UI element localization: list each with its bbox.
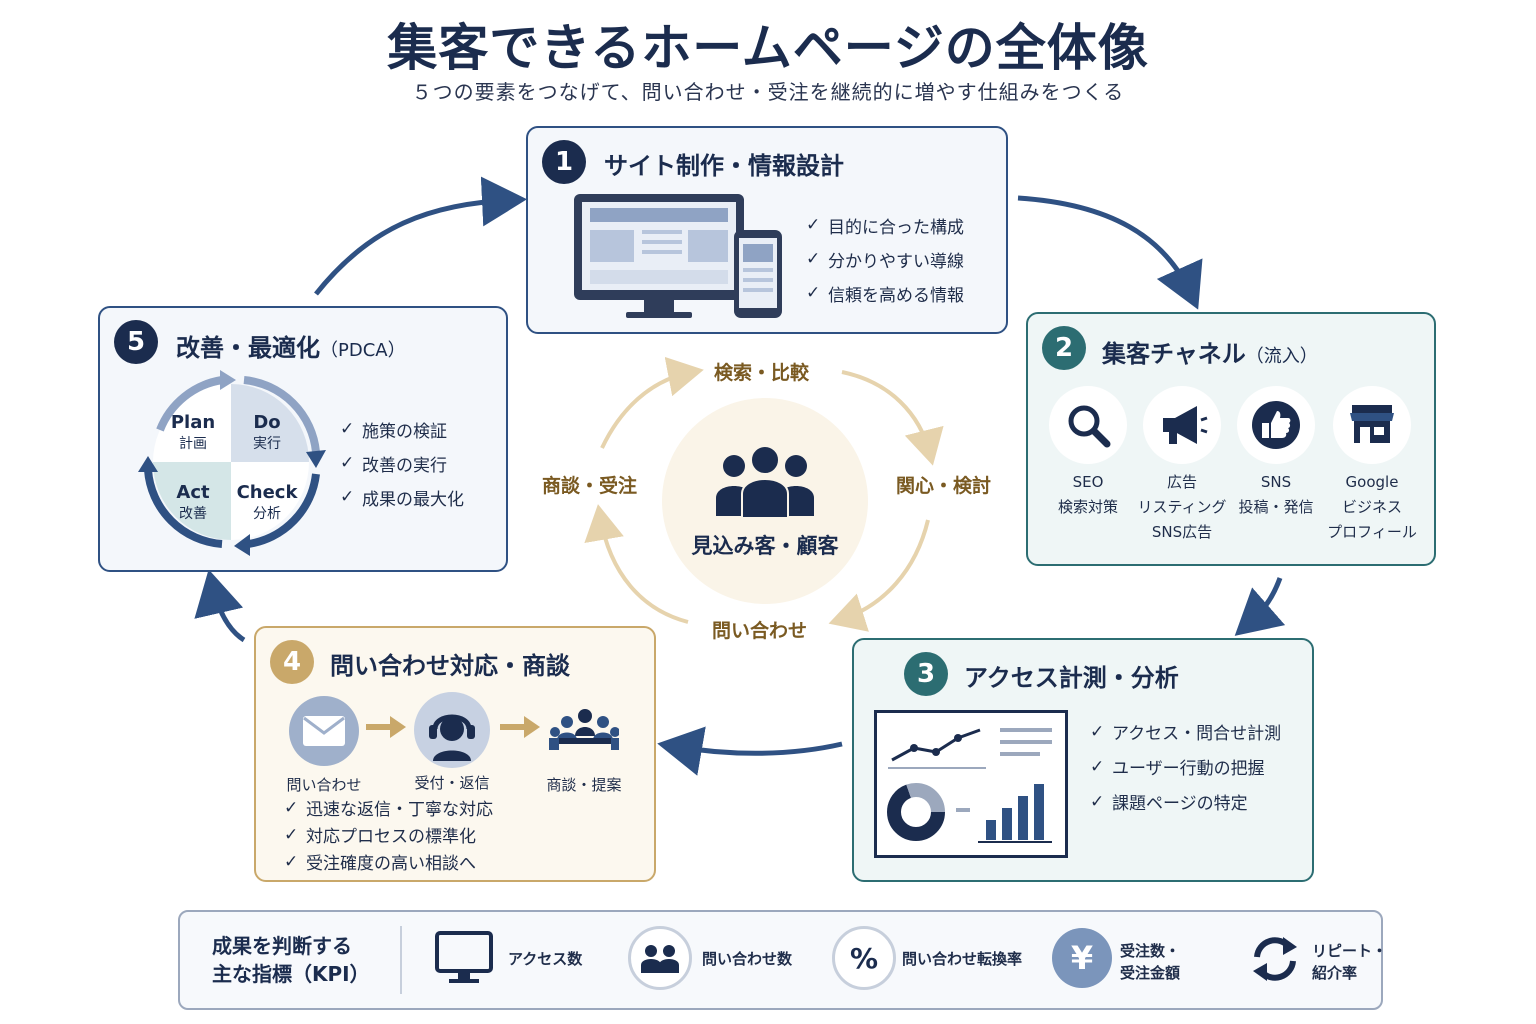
arrow-right-icon: [500, 716, 540, 738]
arrow-3-to-4: [657, 726, 843, 776]
check-icon: ✓: [340, 419, 355, 439]
step1-checks: ✓目的に合った構成 ✓分かりやすい導線 ✓信頼を高める情報: [806, 208, 964, 310]
step3-number: 3: [904, 652, 948, 696]
yen-icon: ¥: [1052, 928, 1112, 988]
kpi-bar: [178, 910, 1383, 1010]
check-icon: ✓: [1090, 791, 1105, 812]
kpi-repeat: リピート・紹介率: [1312, 942, 1388, 982]
headset-icon: [429, 714, 475, 761]
step3-title: アクセス計測・分析: [964, 664, 1179, 692]
step5-number: 5: [114, 320, 158, 364]
percent-icon: %: [832, 926, 896, 990]
inner-arrow-right: [841, 370, 944, 466]
users-icon: [628, 926, 692, 990]
step3-checks: ✓アクセス・問合せ計測 ✓ユーザー行動の把握 ✓課題ページの特定: [1090, 714, 1281, 819]
step5-title: 改善・最適化（PDCA）: [176, 334, 406, 362]
inner-arrow-top: [600, 356, 704, 449]
customers-icon: [716, 445, 814, 519]
storefront-icon: [1350, 405, 1394, 443]
step4-number: 4: [270, 640, 314, 684]
check-icon: ✓: [806, 283, 821, 303]
center-label: 見込み客・顧客: [691, 534, 839, 558]
step3-check-1: ✓アクセス・問合せ計測: [1090, 721, 1282, 745]
check-icon: ✓: [340, 453, 355, 473]
repeat-icon: [1246, 930, 1304, 988]
kpi-access: アクセス数: [508, 950, 583, 968]
arrow-2-to-3: [1234, 577, 1286, 636]
step4-check-1: ✓迅速な返信・丁寧な対応: [284, 797, 493, 821]
inner-arrow-bottom: [828, 519, 930, 632]
arrow-right-icon: [366, 716, 406, 738]
flow-reception: 受付・返信: [402, 692, 502, 793]
flow-inquiry: 問い合わせ: [274, 696, 374, 795]
page-title: 集客できるホームページの全体像: [387, 19, 1149, 77]
check-icon: ✓: [1090, 721, 1105, 742]
step1-check-1: ✓目的に合った構成: [806, 215, 964, 238]
cycle-label-deal: 商談・受注: [542, 475, 638, 497]
kpi-conversion: 問い合わせ転換率: [902, 950, 1023, 968]
pdca-cycle-diagram: [138, 370, 326, 556]
cycle-label-inquiry: 問い合わせ: [712, 620, 808, 642]
kpi-orders: 受注数・受注金額: [1120, 942, 1181, 982]
page-subtitle: ５つの要素をつなげて、問い合わせ・受注を継続的に増やす仕組みをつくる: [411, 80, 1125, 104]
flow-meeting: 商談・提案: [534, 696, 634, 795]
kpi-inquiries: 問い合わせ数: [702, 950, 793, 968]
meeting-icon: [549, 709, 619, 750]
arrow-4-to-5: [194, 569, 246, 643]
step5-checks: ✓施策の検証 ✓改善の実行 ✓成果の最大化: [340, 412, 464, 514]
search-icon: [1068, 405, 1111, 448]
kpi-divider: [400, 926, 402, 994]
arrow-5-to-1: [314, 176, 527, 296]
check-icon: ✓: [284, 824, 299, 845]
step4-checks: ✓迅速な返信・丁寧な対応 ✓対応プロセスの標準化 ✓受注確度の高い相談へ: [284, 794, 493, 875]
check-icon: ✓: [1090, 756, 1105, 777]
step4-check-2: ✓対応プロセスの標準化: [284, 824, 476, 848]
cycle-label-interest: 関心・検討: [896, 475, 992, 497]
step1-check-2: ✓分かりやすい導線: [806, 249, 964, 272]
arrow-1-to-2: [1017, 195, 1203, 310]
check-icon: ✓: [806, 249, 821, 269]
analytics-dashboard-illustration: [874, 710, 1068, 858]
thumbs-up-icon: [1252, 401, 1300, 449]
check-icon: ✓: [284, 851, 299, 872]
step3-check-3: ✓課題ページの特定: [1090, 791, 1248, 815]
cycle-label-search: 検索・比較: [714, 362, 810, 384]
step2-number: 2: [1042, 326, 1086, 370]
step1-check-3: ✓信頼を高める情報: [806, 283, 964, 306]
step3-check-2: ✓ユーザー行動の把握: [1090, 756, 1265, 780]
step4-title: 問い合わせ対応・商談: [330, 652, 570, 680]
step2-title: 集客チャネル（流入）: [1102, 340, 1318, 368]
monitor-illustration: [574, 194, 782, 318]
check-icon: ✓: [284, 797, 299, 818]
step5-check-3: ✓成果の最大化: [340, 487, 464, 510]
step5-check-2: ✓改善の実行: [340, 453, 447, 476]
check-icon: ✓: [806, 215, 821, 235]
kpi-heading: 成果を判断する主な指標（KPI）: [212, 934, 370, 986]
monitor-icon: [434, 928, 494, 988]
check-icon: ✓: [340, 487, 355, 507]
step4-check-3: ✓受注確度の高い相談へ: [284, 851, 476, 875]
step1-number: 1: [542, 140, 586, 184]
megaphone-icon: [1163, 406, 1208, 444]
step1-title: サイト制作・情報設計: [604, 152, 844, 180]
step5-check-1: ✓施策の検証: [340, 419, 447, 442]
envelope-icon: [303, 716, 345, 746]
inner-arrow-left: [584, 504, 689, 624]
